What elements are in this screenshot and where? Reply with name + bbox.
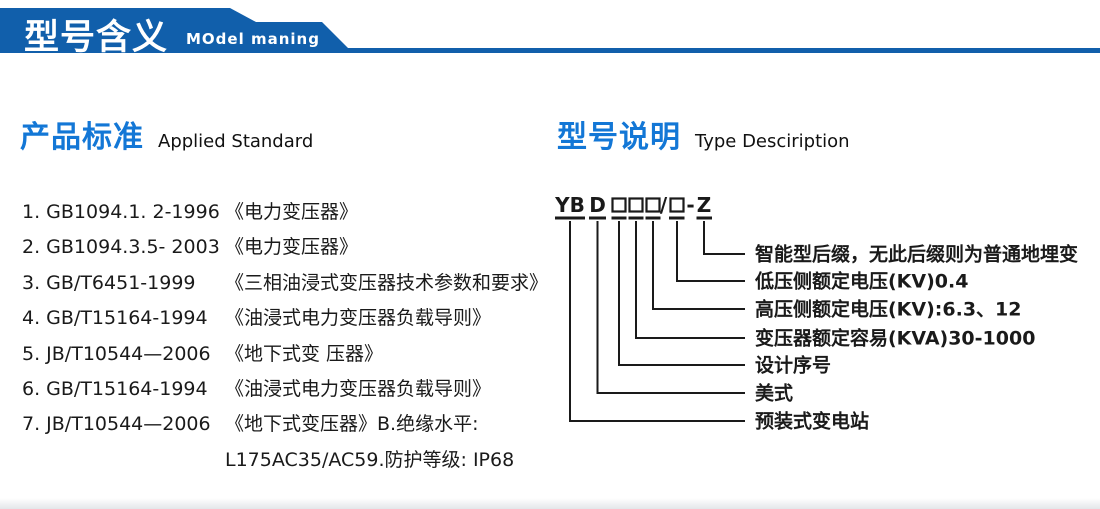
code-part-label: 智能型后缀，无此后缀则为普通地埋变 xyxy=(755,243,1078,266)
page-subtitle: MOdel maning xyxy=(186,30,320,48)
code-part-label: 设计序号 xyxy=(755,354,831,377)
code-part-label: 低压侧额定电压(KV)0.4 xyxy=(754,270,968,293)
standard-title: 《油浸式电力变压器负载导则》 xyxy=(225,307,492,330)
page-title: 型号含义 xyxy=(24,18,169,58)
connector-line xyxy=(703,221,745,255)
type-description-heading-en: Type Desciription xyxy=(695,131,850,152)
code-box xyxy=(611,197,627,213)
code-part-label: 美式 xyxy=(755,382,793,405)
code-box xyxy=(628,197,644,213)
standard-code: 5. JB/T10544—2006 xyxy=(22,342,211,365)
applied-standard-heading-en: Applied Standard xyxy=(158,131,314,152)
code-letter: Z xyxy=(697,193,712,217)
connector-line xyxy=(676,221,745,282)
standard-item: 4. GB/T15164-1994 《油浸式电力变压器负载导则》 xyxy=(22,301,562,336)
connector-line xyxy=(635,221,745,339)
connector-line xyxy=(652,221,745,310)
code-box xyxy=(645,197,661,213)
standard-title: L175AC35/AC59.防护等级: IP68 xyxy=(225,448,515,471)
applied-standard-heading: 产品标准 Applied Standard xyxy=(20,112,313,156)
connector-line xyxy=(618,221,745,366)
standard-item: L175AC35/AC59.防护等级: IP68 xyxy=(22,443,562,478)
standards-list: 1. GB1094.1. 2-1996《电力变压器》2. GB1094.3.5-… xyxy=(22,195,562,478)
code-part-label: 变压器额定容易(KVA)30-1000 xyxy=(755,327,1035,350)
code-part-label: 高压侧额定电压(KV):6.3、12 xyxy=(755,298,1022,321)
standard-item: 2. GB1094.3.5- 2003《电力变压器》 xyxy=(22,230,562,265)
standard-title: 《油浸式电力变压器负载导则》 xyxy=(225,377,492,400)
code-letter: D xyxy=(589,193,606,217)
standard-item: 3. GB/T6451-1999 《三相油浸式变压器技术参数和要求》 xyxy=(22,266,562,301)
code-part-label: 预装式变电站 xyxy=(755,410,869,433)
applied-standard-heading-cn: 产品标准 xyxy=(20,120,144,155)
standard-code: 6. GB/T15164-1994 xyxy=(22,377,208,400)
code-letter: YB xyxy=(554,193,585,217)
standard-title: 《三相油浸式变压器技术参数和要求》 xyxy=(225,271,549,294)
standard-code: 4. GB/T15164-1994 xyxy=(22,307,208,330)
type-description-heading: 型号说明 Type Desciription xyxy=(557,112,850,156)
standard-code: 3. GB/T6451-1999 xyxy=(22,271,196,294)
footer-divider xyxy=(0,498,1100,509)
code-separator: - xyxy=(686,193,694,217)
standard-title: 《地下式变压器》B.绝缘水平: xyxy=(225,413,479,436)
code-box xyxy=(669,197,685,213)
model-code-diagram: YB 预装式变电站 D 美式 设计序号 变压器额定容易(KVA)30-1000 高压侧额定电… xyxy=(554,193,1078,433)
standard-title: 《电力变压器》 xyxy=(225,201,359,223)
standard-title: 《地下式变 压器》 xyxy=(225,342,384,365)
connector-line xyxy=(569,221,745,422)
standard-item: 1. GB1094.1. 2-1996《电力变压器》 xyxy=(22,195,562,230)
connector-line xyxy=(596,221,745,394)
standard-code xyxy=(22,443,225,478)
standard-item: 6. GB/T15164-1994 《油浸式电力变压器负载导则》 xyxy=(22,372,562,407)
code-separator: / xyxy=(660,193,668,217)
standard-code: 2. GB1094.3.5- 2003 xyxy=(22,236,220,259)
standard-item: 5. JB/T10544—2006 《地下式变 压器》 xyxy=(22,337,562,372)
standard-code: 7. JB/T10544—2006 xyxy=(22,413,211,436)
standard-code: 1. GB1094.1. 2-1996 xyxy=(22,201,220,223)
standard-item: 7. JB/T10544—2006 《地下式变压器》B.绝缘水平: xyxy=(22,407,562,442)
standard-title: 《电力变压器》 xyxy=(225,236,359,259)
type-description-heading-cn: 型号说明 xyxy=(557,120,681,155)
